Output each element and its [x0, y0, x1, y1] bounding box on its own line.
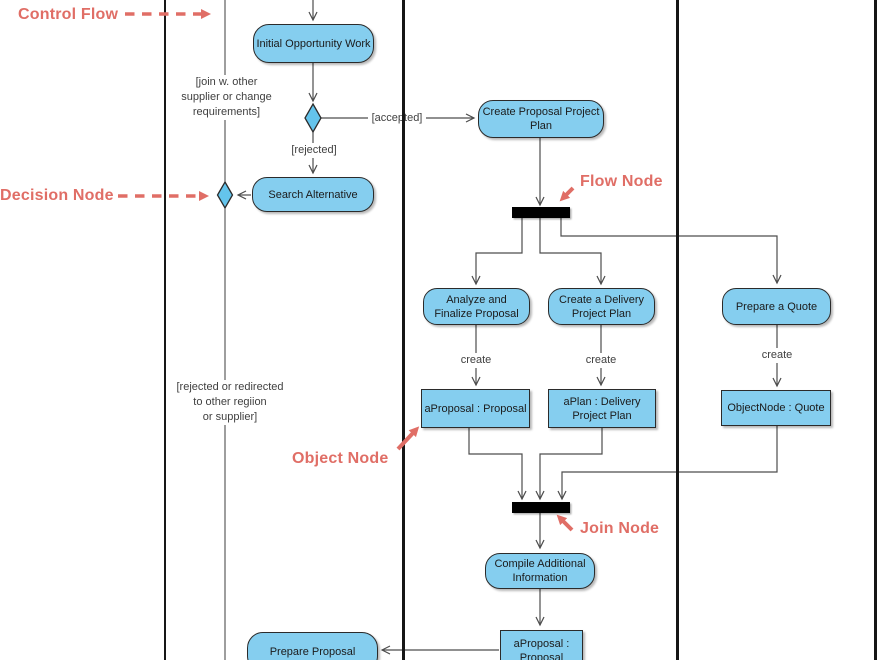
object-node-a-proposal: aProposal : Proposal [421, 389, 530, 428]
action-compile-additional-information: Compile Additional Information [485, 553, 595, 589]
fork-bar-flow-node [512, 207, 570, 218]
action-analyze-and-finalize-proposal: Analyze and Finalize Proposal [423, 288, 530, 325]
partition-line-4 [874, 0, 877, 660]
flow-node-pointer-arrow [559, 186, 575, 202]
annotation-decision-node: Decision Node [0, 187, 114, 204]
action-initial-opportunity-work: Initial Opportunity Work [253, 24, 374, 63]
edge-label-create-proposal: create [451, 353, 501, 368]
join-node-pointer-arrow [556, 514, 574, 532]
object-node-a-plan: aPlan : Delivery Project Plan [548, 389, 656, 428]
action-prepare-proposal: Prepare Proposal [247, 632, 378, 660]
decision-diamond-left [216, 180, 234, 210]
partition-line-2 [402, 0, 405, 660]
partition-line-1 [164, 0, 166, 660]
annotation-flow-node: Flow Node [580, 173, 663, 190]
edge-label-create-quote: create [752, 348, 802, 363]
annotation-control-flow: Control Flow [18, 6, 119, 23]
object-node-pointer-arrow [396, 426, 420, 451]
action-search-alternative: Search Alternative [252, 177, 374, 212]
guard-join-with-other-supplier: [join w. other supplier or change requir… [168, 75, 285, 120]
edge-label-create-plan: create [576, 353, 626, 368]
partition-line-3 [676, 0, 679, 660]
object-node-quote: ObjectNode : Quote [721, 390, 831, 426]
action-create-proposal-project-plan: Create Proposal Project Plan [478, 100, 604, 138]
annotation-join-node: Join Node [580, 520, 660, 537]
guard-rejected-or-redirected: [rejected or redirected to other regiion… [172, 380, 288, 425]
decision-diamond-accept-reject [304, 102, 322, 134]
guard-accepted: [accepted] [368, 111, 426, 126]
object-node-a-proposal-bottom: aProposal : Proposal [500, 630, 583, 660]
join-bar-join-node [512, 502, 570, 513]
guard-rejected: [rejected] [289, 143, 339, 158]
action-prepare-a-quote: Prepare a Quote [722, 288, 831, 325]
action-create-a-delivery-project-plan: Create a Delivery Project Plan [548, 288, 655, 325]
annotation-object-node: Object Node [292, 450, 389, 467]
